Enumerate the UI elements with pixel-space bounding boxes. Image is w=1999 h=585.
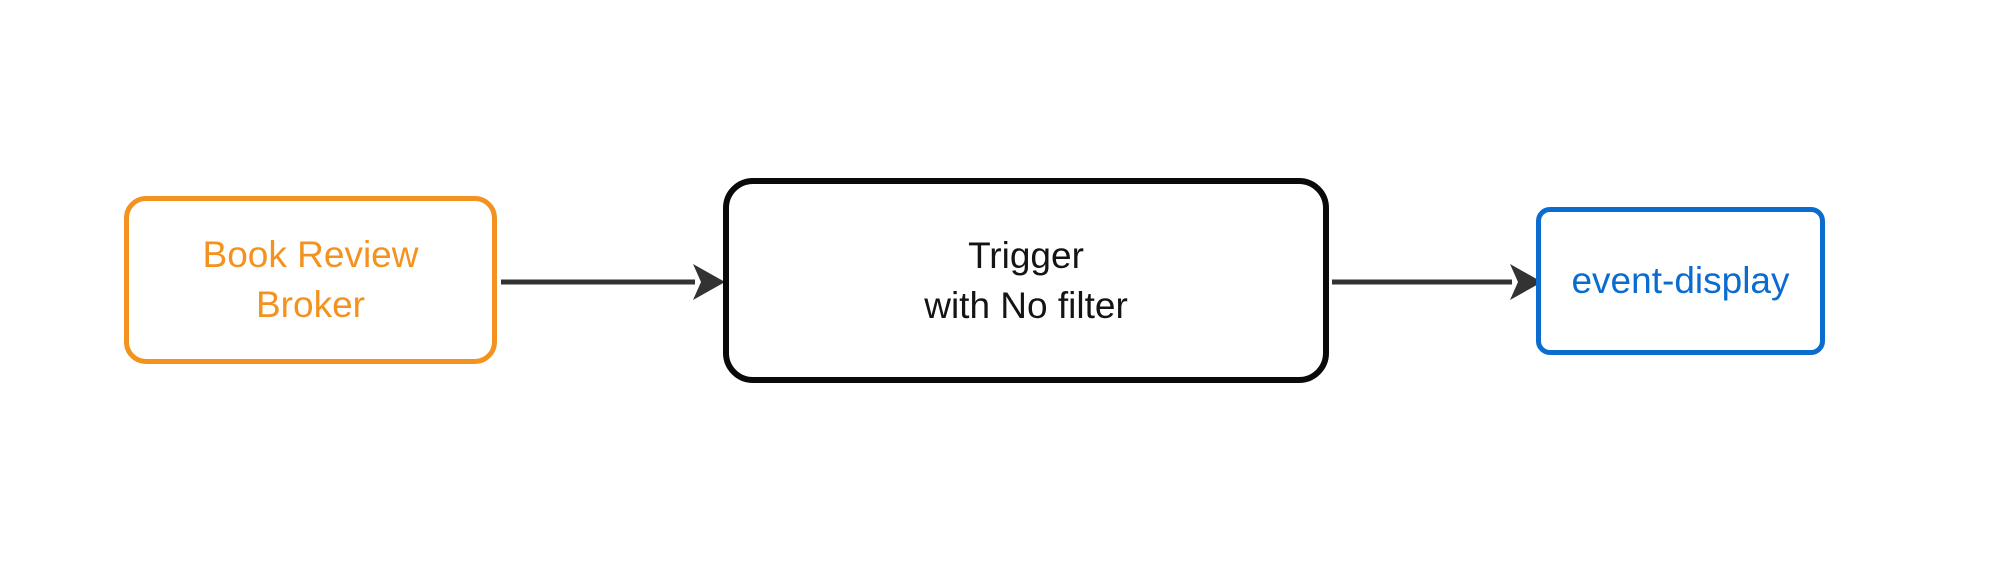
edge-source-to-trigger <box>501 264 725 300</box>
edge-source-to-trigger-arrowhead <box>693 264 725 300</box>
node-book-review-broker[interactable]: Book Review Broker <box>124 196 497 364</box>
node-trigger-with-no-filter[interactable]: Trigger with No filter <box>723 178 1329 383</box>
node-event-display[interactable]: event-display <box>1536 207 1825 355</box>
node-event-display-label: event-display <box>1571 260 1790 302</box>
edge-trigger-to-event-display <box>1332 264 1542 300</box>
node-book-review-broker-label: Book Review Broker <box>202 234 419 325</box>
node-trigger-with-no-filter-label: Trigger with No filter <box>924 234 1128 326</box>
